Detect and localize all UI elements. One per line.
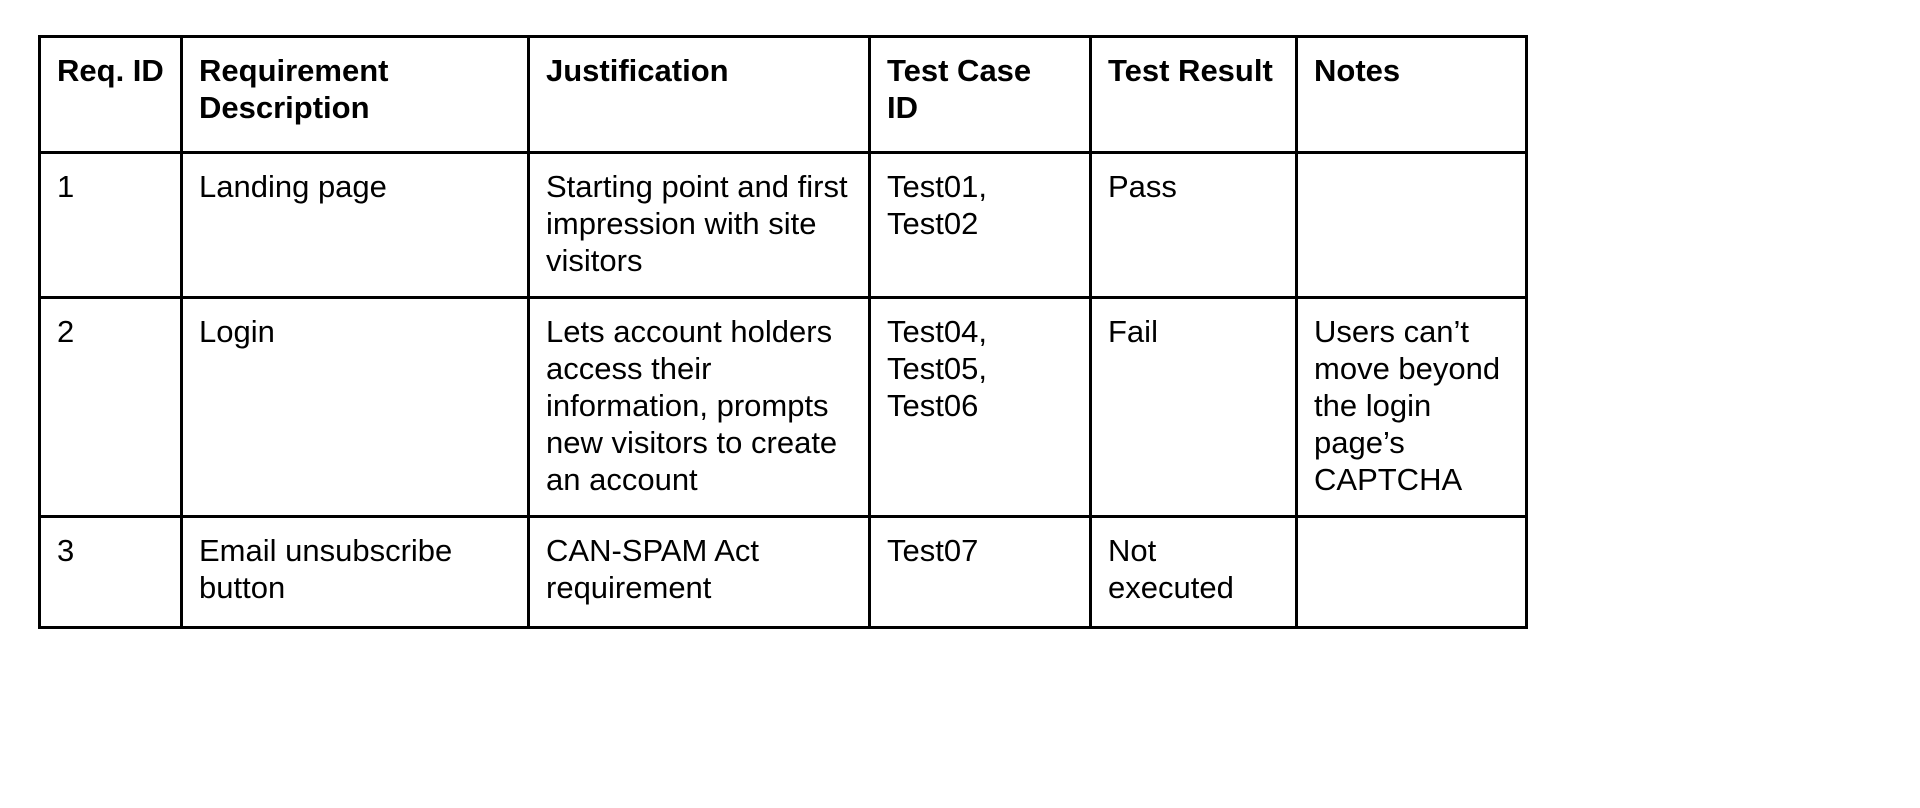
cell-req-id: 3: [38, 514, 183, 629]
cell-test-result: Pass: [1089, 151, 1298, 299]
column-header-test-case-id: Test Case ID: [868, 35, 1092, 154]
cell-requirement-description: Login: [180, 295, 530, 518]
requirements-traceability-table-container: Req. ID Requirement Description Justific…: [38, 35, 1528, 629]
cell-justification: Starting point and first impression with…: [527, 151, 871, 299]
column-header-requirement-description-label: Requirement Description: [199, 53, 389, 126]
column-header-test-result-label: Test Result: [1108, 53, 1273, 88]
cell-test-case-id-value: Test01, Test02: [887, 169, 987, 242]
table-body: 1 Landing page Starting point and first …: [38, 151, 1528, 629]
column-header-notes: Notes: [1295, 35, 1528, 154]
column-header-justification-label: Justification: [546, 53, 729, 88]
cell-test-case-id-value: Test07: [887, 532, 979, 568]
table-header: Req. ID Requirement Description Justific…: [38, 35, 1528, 154]
cell-requirement-description-value: Landing page: [199, 169, 387, 204]
cell-notes: [1295, 514, 1528, 629]
cell-justification-value: Starting point and first impression with…: [546, 169, 848, 279]
cell-notes: Users can’t move beyond the login page’s…: [1295, 295, 1528, 518]
table-row: 1 Landing page Starting point and first …: [38, 151, 1528, 299]
cell-test-result: Fail: [1089, 295, 1298, 518]
cell-justification: Lets account holders access their inform…: [527, 295, 871, 518]
cell-req-id-value: 3: [57, 532, 75, 568]
column-header-req-id-label: Req. ID: [57, 53, 164, 88]
cell-test-result-value: Pass: [1108, 169, 1177, 204]
table-row: 3 Email unsubscribe button CAN-SPAM Act …: [38, 514, 1528, 629]
column-header-requirement-description: Requirement Description: [180, 35, 530, 154]
cell-test-result: Not executed: [1089, 514, 1298, 629]
column-header-req-id: Req. ID: [38, 35, 183, 154]
cell-test-case-id: Test04, Test05, Test06: [868, 295, 1092, 518]
cell-requirement-description-value: Email unsubscribe button: [199, 532, 453, 605]
cell-test-case-id: Test01, Test02: [868, 151, 1092, 299]
column-header-notes-label: Notes: [1314, 53, 1401, 88]
column-header-justification: Justification: [527, 35, 871, 154]
cell-test-result-value: Not executed: [1108, 532, 1234, 605]
cell-justification-value: Lets account holders access their inform…: [546, 313, 838, 498]
cell-justification-value: CAN-SPAM Act requirement: [546, 532, 760, 605]
table-header-row: Req. ID Requirement Description Justific…: [38, 35, 1528, 154]
cell-test-case-id: Test07: [868, 514, 1092, 629]
requirements-traceability-table: Req. ID Requirement Description Justific…: [38, 35, 1528, 629]
cell-notes: [1295, 151, 1528, 299]
cell-req-id-value: 1: [57, 169, 75, 204]
cell-notes-value: Users can’t move beyond the login page’s…: [1314, 313, 1501, 498]
column-header-test-result: Test Result: [1089, 35, 1298, 154]
table-row: 2 Login Lets account holders access thei…: [38, 295, 1528, 518]
cell-requirement-description: Landing page: [180, 151, 530, 299]
cell-req-id: 1: [38, 151, 183, 299]
cell-req-id: 2: [38, 295, 183, 518]
cell-test-case-id-value: Test04, Test05, Test06: [887, 313, 987, 423]
cell-req-id-value: 2: [57, 313, 75, 349]
column-header-test-case-id-label: Test Case ID: [887, 53, 1032, 126]
cell-requirement-description: Email unsubscribe button: [180, 514, 530, 629]
cell-test-result-value: Fail: [1108, 313, 1158, 349]
cell-requirement-description-value: Login: [199, 313, 275, 349]
cell-justification: CAN-SPAM Act requirement: [527, 514, 871, 629]
